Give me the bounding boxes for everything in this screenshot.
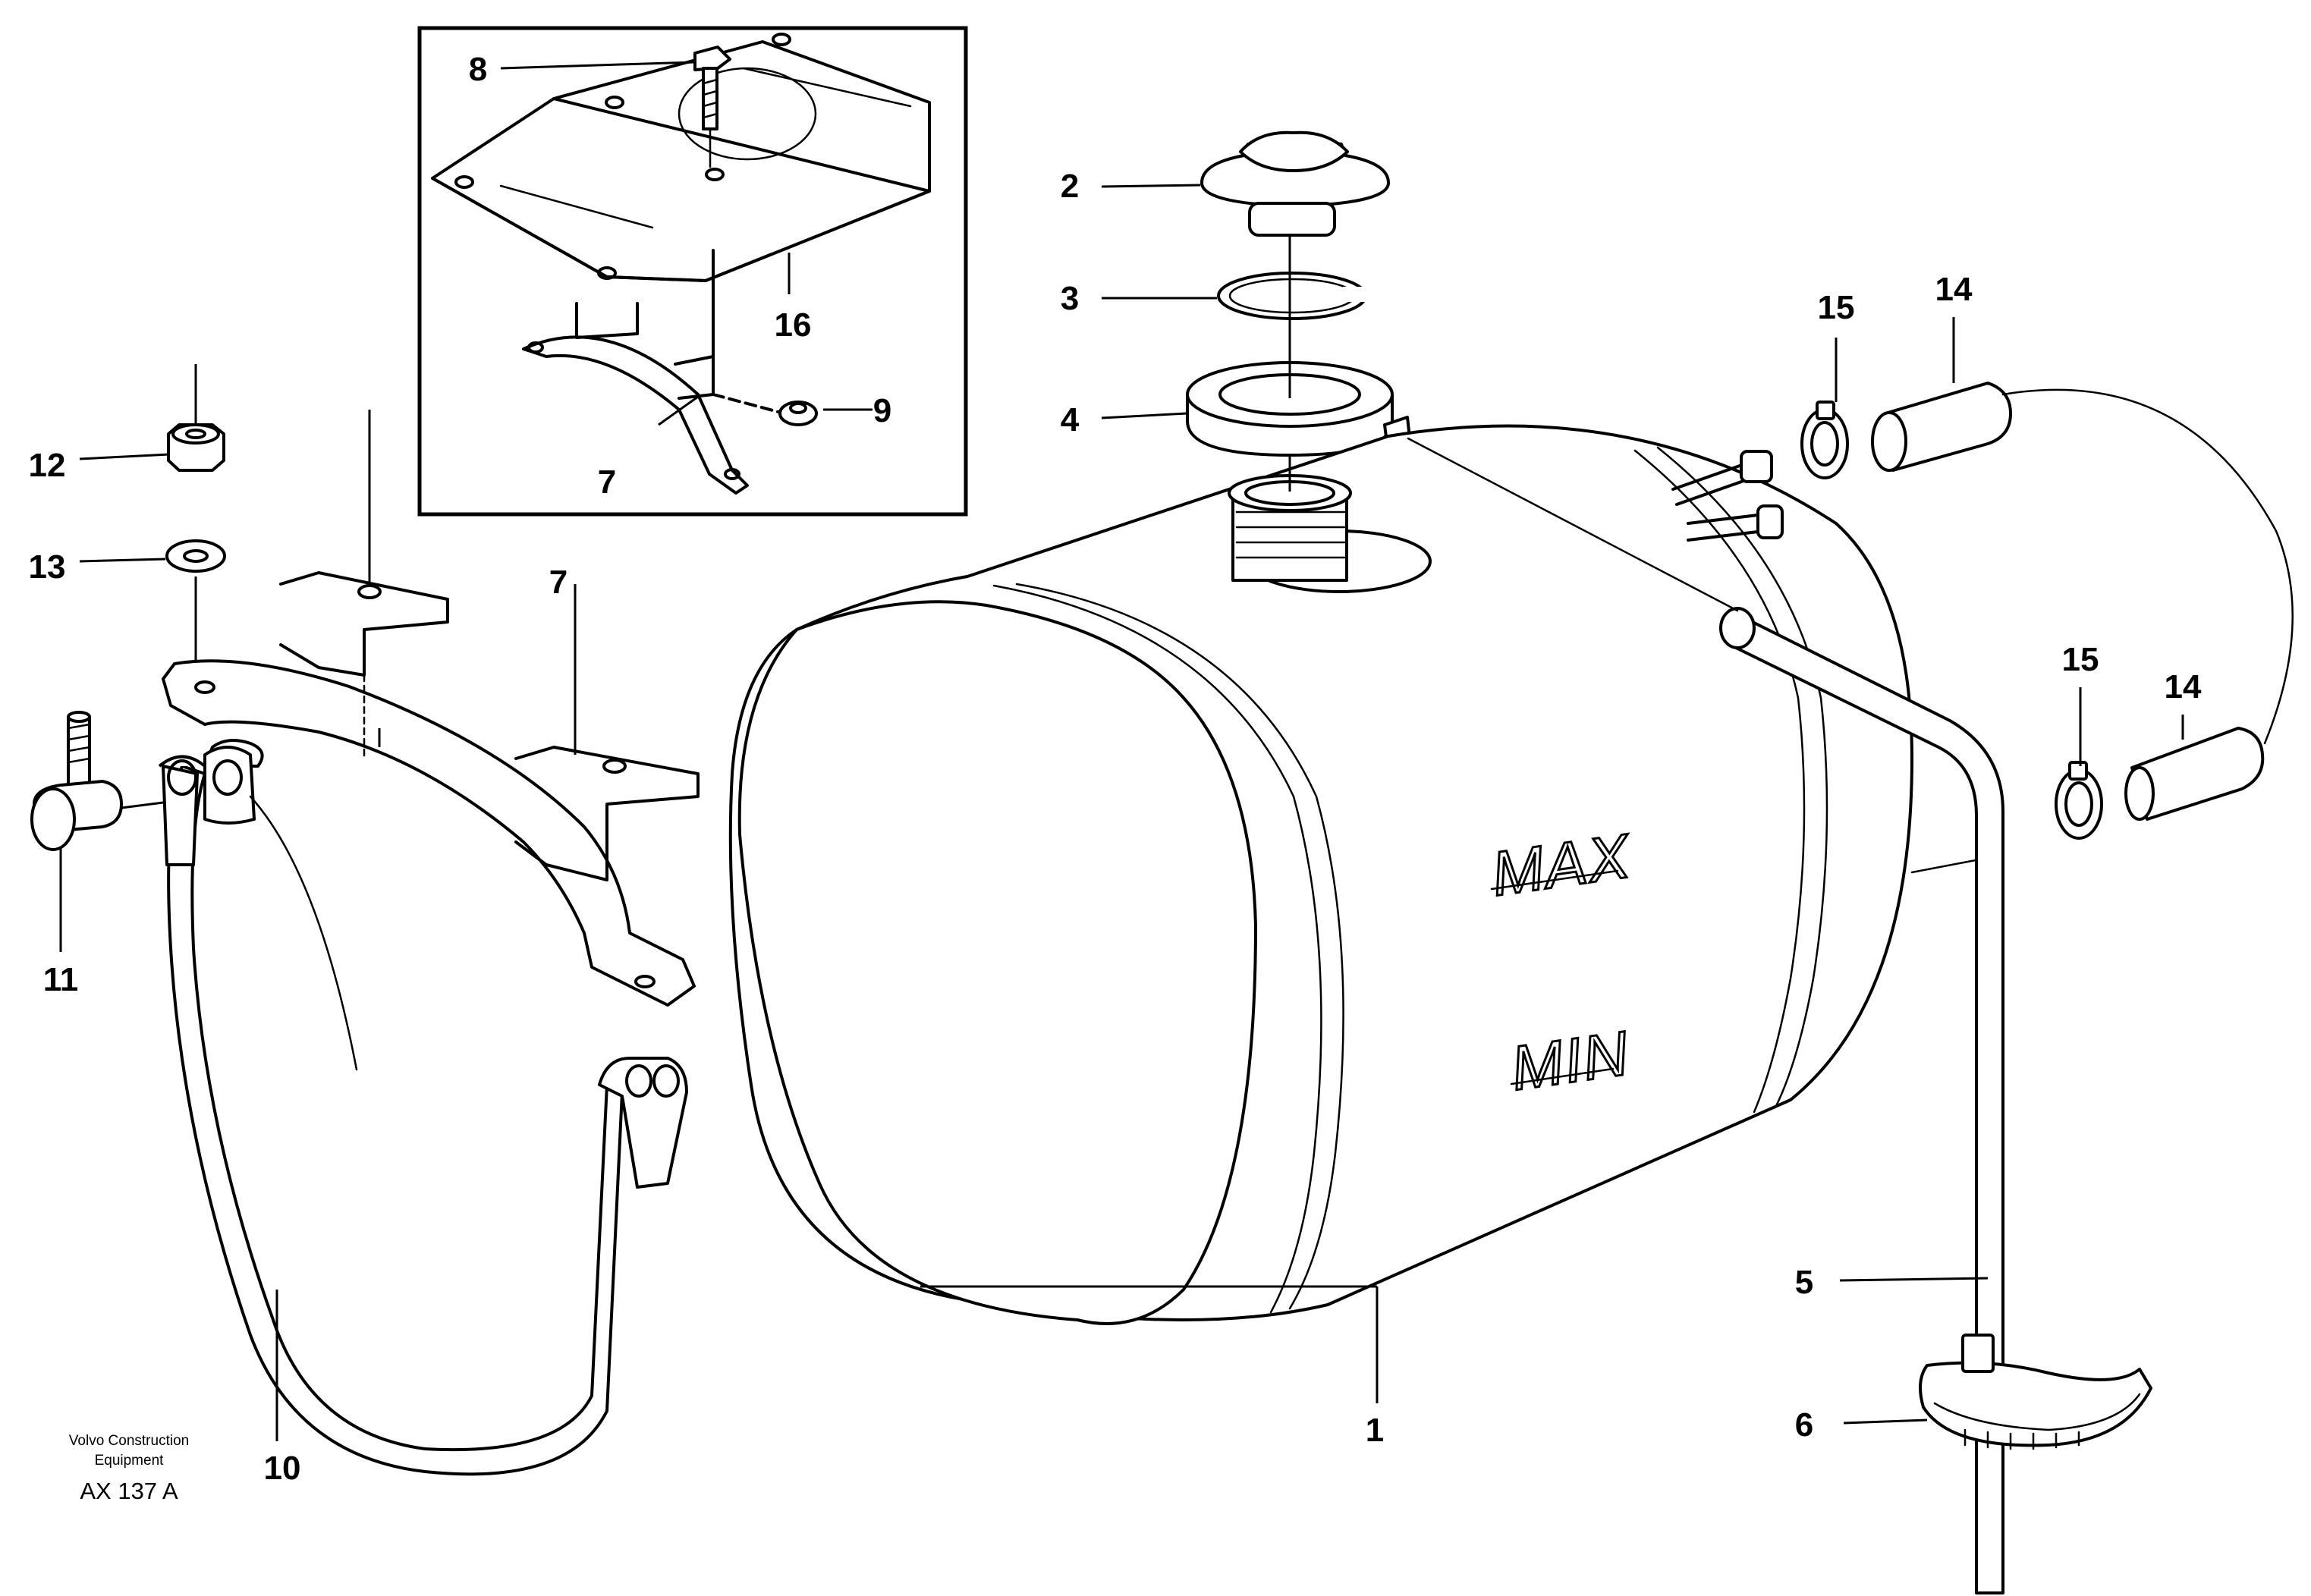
inset-bracket [522,249,749,495]
callout-6: 6 [1795,1406,1813,1444]
callout-14-upper: 14 [1935,271,1973,308]
hose-upper [1871,382,2294,745]
callout-13: 13 [29,548,66,586]
inset-nut [712,393,818,426]
callout-16: 16 [775,306,812,344]
maker-name-line1: Volvo Construction [69,1433,189,1449]
drain-pipe [1407,437,2004,1594]
upper-bracket [162,410,700,1007]
callout-11: 11 [43,961,79,998]
drawing-credit: Volvo Construction Equipment AX 137 A [69,1433,189,1504]
callout-15-upper: 15 [1818,289,1855,326]
callout-2: 2 [1061,168,1079,205]
callout-labels: 1 2 3 4 5 6 7 7 8 9 10 11 12 13 14 14 15… [29,51,2202,1487]
filler-neck-flange [1186,235,1413,457]
hose-clamp-upper [1800,401,1849,479]
callout-12: 12 [29,447,66,484]
lock-nut [167,364,225,472]
callout-15-lower: 15 [2062,641,2099,678]
callout-10: 10 [264,1450,301,1487]
callout-4: 4 [1061,401,1080,438]
callout-5: 5 [1795,1264,1813,1301]
hose-lower [2124,727,2265,821]
mounting-strap [158,739,688,1476]
callout-1: 1 [1366,1412,1384,1449]
cable-tie [1919,1334,2152,1450]
callout-7-inset-bracket: 7 [598,463,616,501]
hydraulic-tank: MAX MIN [728,424,1993,1325]
inset-detail [417,26,968,517]
inset-bolt [693,46,731,168]
maker-name-line2: Equipment [95,1453,165,1469]
retaining-ring [1217,272,1370,320]
callout-7-upper-bracket: 7 [549,564,568,601]
drawing-code: AX 137 A [80,1478,178,1504]
callout-9: 9 [873,392,891,429]
inset-mounting-plate [431,33,931,282]
callout-14-lower: 14 [2165,668,2202,705]
filler-cap [1200,130,1390,237]
callout-3: 3 [1061,280,1079,317]
hose-clamp-lower [2055,761,2103,840]
leader-lines [59,61,2184,1441]
callout-8: 8 [469,51,487,88]
t-bolt [30,711,164,851]
inset-frame [417,26,968,517]
washer [165,539,226,660]
